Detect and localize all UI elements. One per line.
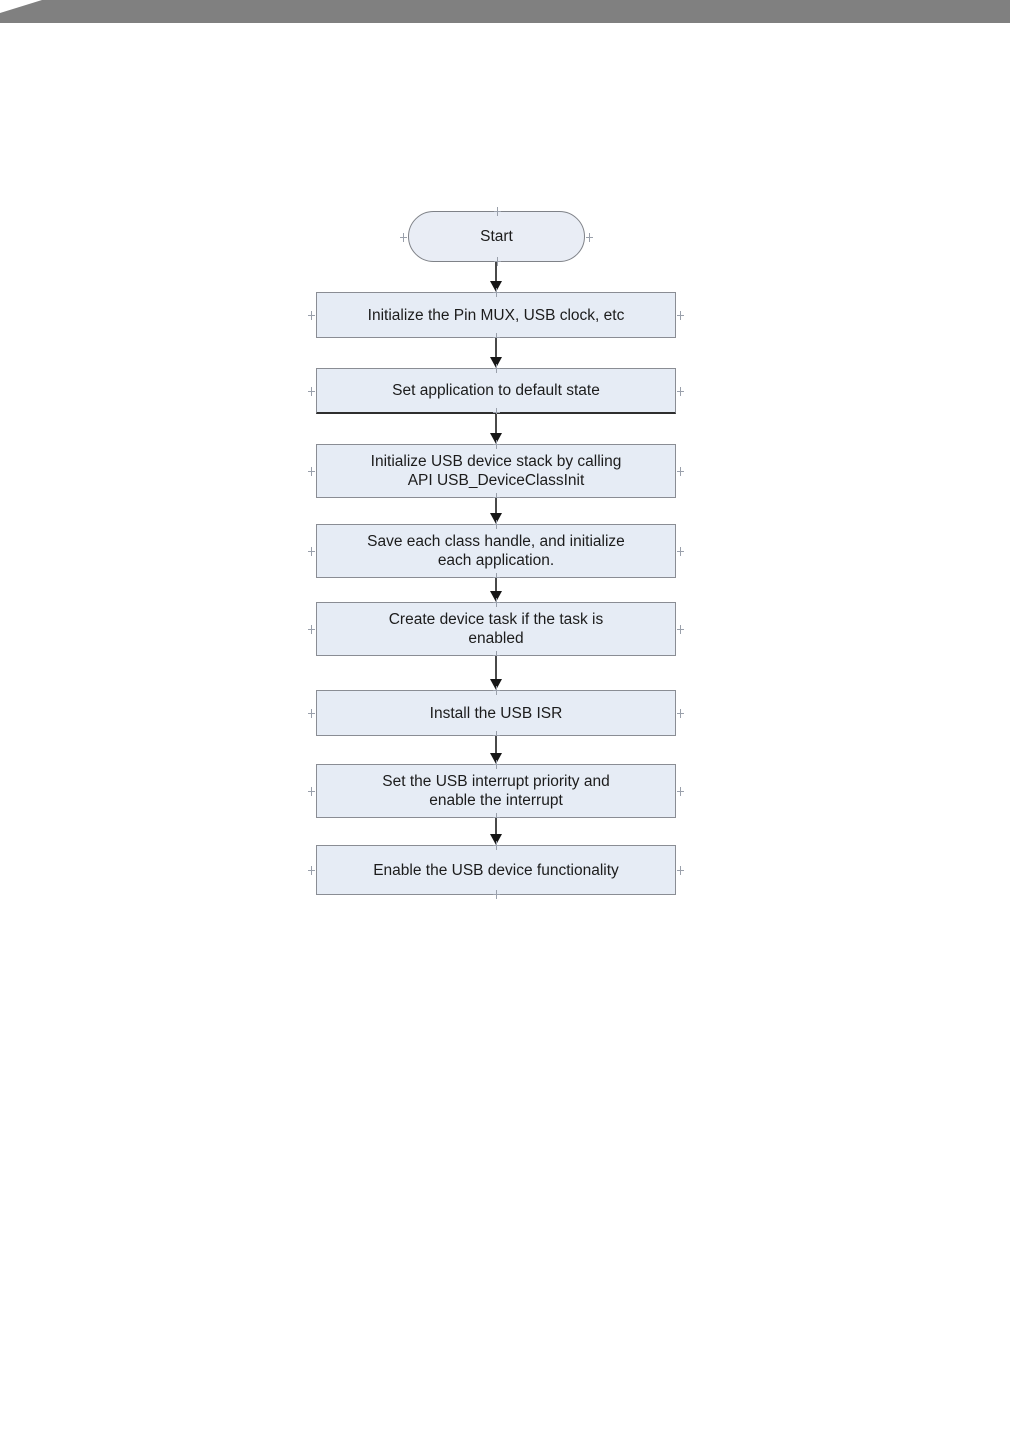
arrow-head-icon xyxy=(490,357,502,368)
flow-node-label: Save each class handle, and initialize e… xyxy=(367,533,625,569)
connection-handle-right xyxy=(677,625,684,634)
connection-handle-right xyxy=(677,386,684,396)
arrow-head-icon xyxy=(490,433,502,444)
flow-node-label: Start xyxy=(480,228,513,245)
flow-node-save-class-handle[interactable]: Save each class handle, and initialize e… xyxy=(308,520,684,582)
arrow-stem xyxy=(495,578,497,591)
flow-arrow-set-default-state-to-init-usb-stack xyxy=(488,414,504,444)
connection-handle-right xyxy=(677,787,684,796)
flow-arrow-init-usb-stack-to-save-class-handle xyxy=(488,498,504,524)
connection-handle-left xyxy=(308,386,315,396)
arrow-stem xyxy=(495,414,497,433)
arrow-head-icon xyxy=(490,679,502,690)
arrow-stem xyxy=(495,818,497,834)
connection-handle-right xyxy=(677,467,684,476)
flow-node-create-device-task[interactable]: Create device task if the task is enable… xyxy=(308,598,684,660)
connection-handle-left xyxy=(308,625,315,634)
flow-node-label: Initialize the Pin MUX, USB clock, etc xyxy=(367,306,625,324)
flow-node-set-default-state[interactable]: Set application to default state xyxy=(308,364,684,417)
arrow-head-icon xyxy=(490,513,502,524)
flow-node-label: Create device task if the task is enable… xyxy=(388,611,604,647)
arrow-head-icon xyxy=(490,753,502,764)
top-gray-banner xyxy=(0,0,1010,23)
flow-node-install-usb-isr[interactable]: Install the USB ISR xyxy=(308,686,684,740)
flow-node-label: Set the USB interrupt priority and enabl… xyxy=(382,773,610,809)
arrow-head-icon xyxy=(490,281,502,292)
arrow-stem xyxy=(495,338,497,357)
connection-handle-right xyxy=(677,311,684,320)
flow-arrow-install-usb-isr-to-set-interrupt-priority xyxy=(488,736,504,764)
connection-handle-left xyxy=(308,547,315,556)
flow-node-label: Enable the USB device functionality xyxy=(373,861,619,879)
arrow-head-icon xyxy=(490,591,502,602)
connection-handle-bottom xyxy=(493,890,500,899)
connection-handle-top xyxy=(493,207,501,216)
connection-handle-right xyxy=(586,232,593,242)
flow-node-start[interactable]: Start xyxy=(400,207,593,266)
flow-node-init-usb-stack[interactable]: Initialize USB device stack by calling A… xyxy=(308,440,684,502)
connection-handle-right xyxy=(677,547,684,556)
flow-arrow-init-pinmux-to-set-default-state xyxy=(488,338,504,368)
flow-node-label: Install the USB ISR xyxy=(429,704,563,722)
connection-handle-right xyxy=(677,709,684,718)
flow-arrow-start-to-init-pinmux xyxy=(488,262,504,292)
flow-arrow-set-interrupt-priority-to-enable-usb-device xyxy=(488,818,504,845)
arrow-head-icon xyxy=(490,834,502,845)
arrow-stem xyxy=(495,736,497,753)
connection-handle-left xyxy=(308,311,315,320)
connection-handle-left xyxy=(308,866,315,875)
flow-arrow-save-class-handle-to-create-device-task xyxy=(488,578,504,602)
arrow-stem xyxy=(495,656,497,679)
arrow-stem xyxy=(495,498,497,513)
flow-arrow-create-device-task-to-install-usb-isr xyxy=(488,656,504,690)
flow-node-enable-usb-device[interactable]: Enable the USB device functionality xyxy=(308,841,684,899)
flow-node-label: Set application to default state xyxy=(392,382,600,399)
flow-node-init-pinmux[interactable]: Initialize the Pin MUX, USB clock, etc xyxy=(308,288,684,342)
connection-handle-right xyxy=(677,866,684,875)
connection-handle-left xyxy=(308,787,315,796)
connection-handle-left xyxy=(308,467,315,476)
connection-handle-left xyxy=(308,709,315,718)
flow-node-set-interrupt-priority[interactable]: Set the USB interrupt priority and enabl… xyxy=(308,760,684,822)
arrow-stem xyxy=(495,262,497,281)
flow-node-label: Initialize USB device stack by calling A… xyxy=(370,453,622,489)
connection-handle-left xyxy=(400,232,407,242)
